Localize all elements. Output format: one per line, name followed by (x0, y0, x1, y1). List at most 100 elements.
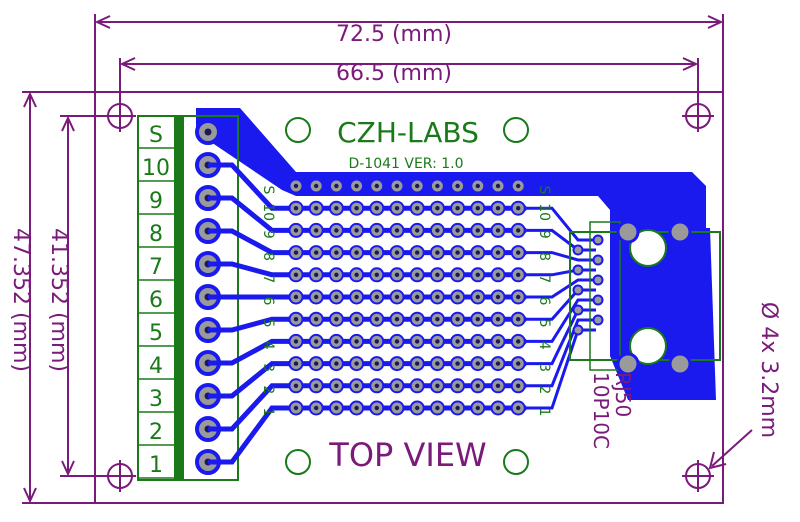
grid-pad-hole (455, 294, 460, 300)
row-label-left: 4 (260, 341, 276, 350)
grid-pad-hole (415, 250, 420, 255)
grid-pad-hole (293, 272, 299, 277)
row-label-right: 8 (536, 252, 552, 261)
rj50-pin (572, 304, 584, 316)
rj50-pin (592, 234, 604, 246)
dim-inner-width: 66.5 (mm) (119, 57, 699, 104)
view-label: TOP VIEW (328, 436, 486, 474)
row-label-right: 4 (536, 341, 552, 350)
grid-pad-hole (455, 361, 460, 366)
rj50-pin (592, 254, 604, 266)
row-label-right: 7 (536, 274, 552, 283)
connector-trace (518, 318, 596, 388)
grid-pad-hole (495, 228, 501, 233)
grid-pad-hole (495, 361, 501, 366)
grid-pad-hole (495, 183, 501, 189)
row-label-left: 9 (260, 230, 276, 239)
terminal-trace (208, 162, 296, 211)
silk-circles (285, 117, 529, 475)
terminal-trace (208, 228, 296, 256)
row-label-right: 5 (536, 319, 552, 328)
grid-pad-hole (354, 317, 359, 322)
grid-pad-hole (415, 183, 420, 189)
terminal-label: 8 (149, 222, 163, 247)
grid-pad-hole (475, 361, 480, 366)
grid-pad-hole (516, 317, 521, 322)
grid-pad-hole (495, 383, 501, 388)
model-label: D-1041 VER: 1.0 (348, 156, 463, 172)
grid-pad-hole (334, 339, 339, 344)
trace-group (208, 162, 596, 465)
grid-pad-hole (354, 228, 359, 233)
row-label-left: 10 (260, 203, 276, 221)
grid-pad-hole (516, 294, 521, 300)
grid-pad-hole (334, 317, 339, 322)
grid-pad-hole (293, 405, 299, 411)
terminal-label: S (149, 123, 163, 148)
grid-pad-hole (455, 206, 460, 211)
inner-width-label: 66.5 (mm) (336, 61, 452, 86)
grid-pad-hole (374, 317, 379, 322)
terminal-pad-hole (204, 128, 212, 136)
terminal-trace (208, 338, 296, 366)
row-label-left: 2 (260, 385, 276, 394)
grid-pad-hole (314, 206, 319, 211)
grid-pad-hole (394, 206, 400, 211)
row-label-right: 3 (536, 363, 552, 372)
grid-pad-hole (334, 228, 339, 233)
grid-pad-hole (415, 228, 420, 233)
connector-trace (518, 206, 596, 242)
terminal-label: 1 (149, 453, 163, 478)
rj50-pin (592, 294, 604, 306)
grid-pad-hole (374, 250, 379, 255)
grid-pad-hole (354, 383, 359, 388)
inner-height-label: 41.352 (mm) (46, 228, 71, 372)
grid-pad-hole (354, 250, 359, 255)
rj50-pin (592, 274, 604, 286)
rj50-pin (572, 324, 584, 336)
grid-pad-hole (394, 361, 400, 366)
grid-pad-hole (334, 294, 339, 300)
grid-pad-hole (374, 183, 379, 189)
grid-pad-hole (435, 206, 440, 211)
grid-pad-hole (475, 383, 480, 388)
grid-pad-hole (516, 339, 521, 344)
grid-pad-hole (455, 183, 460, 189)
grid-pad-hole (354, 294, 359, 300)
grid-pad-hole (435, 228, 440, 233)
grid-pad-hole (293, 250, 299, 255)
grid-pad-hole (435, 183, 440, 189)
grid-pad-hole (354, 361, 359, 366)
grid-pad-hole (394, 317, 400, 322)
row-label-left: 7 (260, 274, 276, 283)
grid-pad-hole (516, 272, 521, 277)
rj50-connector (569, 220, 721, 376)
row-label-left: S (260, 186, 276, 195)
row-label-right: 9 (536, 230, 552, 239)
grid-pad-hole (455, 405, 460, 411)
grid-pad-hole (455, 383, 460, 388)
connector-trace (518, 278, 596, 299)
grid-pad-hole (314, 361, 319, 366)
grid-pad-hole (455, 317, 460, 322)
row-label-right: S (536, 186, 552, 195)
connector-label-2: 10P10C (589, 372, 613, 449)
connector-trace (518, 228, 596, 252)
grid-pad-hole (495, 339, 501, 344)
connector-trace (518, 251, 596, 262)
grid-pad-hole (374, 405, 379, 411)
grid-pad-hole (455, 272, 460, 277)
dim-inner-height: 41.352 (mm) (46, 115, 104, 477)
grid-pad-hole (293, 294, 299, 300)
rj50-pin (572, 284, 584, 296)
grid-pad-hole (495, 405, 501, 411)
grid-pad-hole (334, 405, 339, 411)
grid-pad-hole (334, 206, 339, 211)
grid-pad-hole (293, 339, 299, 344)
grid-pad-hole (374, 361, 379, 366)
grid-pad-hole (516, 206, 521, 211)
grid-pad-hole (516, 383, 521, 388)
row-label-right: 2 (536, 385, 552, 394)
grid-pad-hole (516, 228, 521, 233)
